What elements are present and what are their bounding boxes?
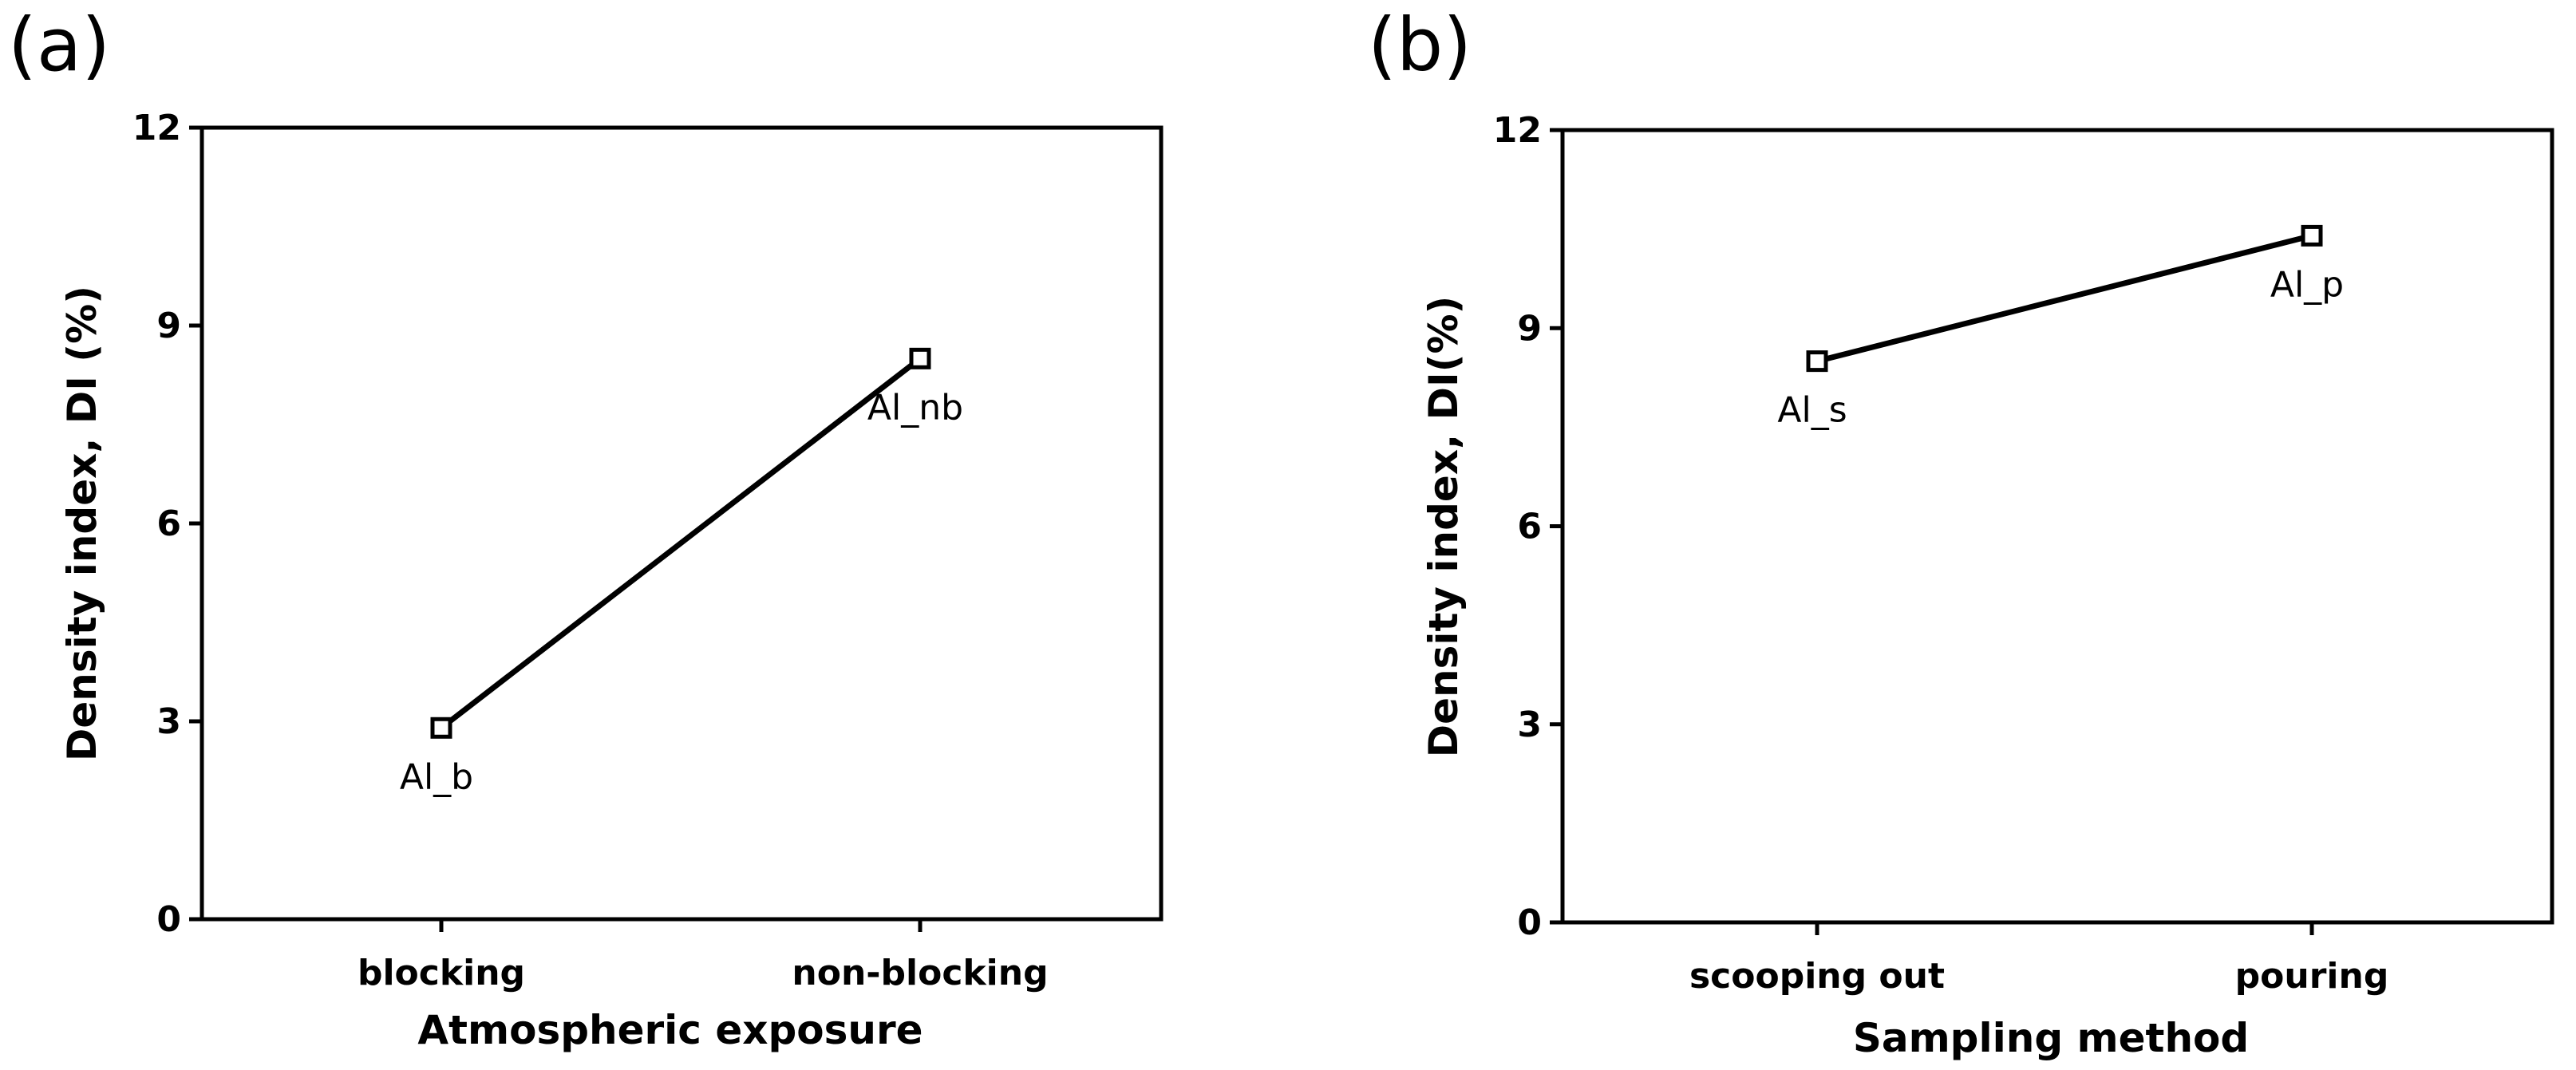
x-tick-label: scooping out	[1689, 956, 1945, 997]
panel-label: (b)	[1368, 2, 1472, 88]
y-tick-label: 12	[132, 108, 181, 148]
y-tick-label: 0	[1517, 902, 1542, 943]
chart-panel-a: (a) 0 3 6 9 12 blocking non-blocking Density …	[8, 2, 1164, 1053]
plot-frame	[1560, 128, 2554, 925]
data-point-marker	[2301, 224, 2323, 247]
y-tick-label: 6	[156, 503, 181, 544]
y-axis-ticks: 0 3 6 9 12	[1493, 110, 1563, 943]
data-point-label: Al_s	[1777, 390, 1847, 431]
series-line	[439, 356, 923, 731]
y-axis-ticks: 0 3 6 9 12	[132, 108, 202, 940]
data-point-marker	[909, 347, 931, 369]
y-tick-label: 9	[156, 306, 181, 346]
point-labels: Al_b Al_nb	[400, 387, 963, 797]
point-labels: Al_s Al_p	[1777, 264, 2344, 430]
x-tick-label: pouring	[2235, 956, 2389, 997]
x-axis-ticks: blocking non-blocking	[358, 919, 1049, 993]
data-point-marker	[430, 717, 452, 739]
data-point-label: Al_b	[400, 756, 473, 797]
y-axis-title: Density index, DI (%)	[59, 286, 105, 761]
y-tick-label: 12	[1493, 110, 1542, 151]
x-axis-title: Atmospheric exposure	[417, 1007, 923, 1053]
y-tick-label: 3	[156, 701, 181, 742]
plot-frame	[200, 125, 1164, 922]
y-tick-label: 3	[1517, 705, 1542, 745]
series-line	[1816, 233, 2313, 365]
data-point-label: Al_p	[2270, 264, 2344, 305]
chart-panel-b: (b) 0 3 6 9 12 scooping out pouring Density i…	[1368, 2, 2554, 1061]
x-axis-ticks: scooping out pouring	[1689, 922, 2388, 997]
data-point-label: Al_nb	[867, 387, 963, 428]
panel-label: (a)	[8, 2, 110, 88]
y-axis-title: Density index, DI(%)	[1420, 296, 1467, 758]
y-tick-label: 9	[1517, 308, 1542, 349]
y-tick-label: 0	[156, 899, 181, 940]
data-markers	[1806, 224, 2323, 373]
y-tick-label: 6	[1517, 507, 1542, 547]
x-tick-label: blocking	[358, 953, 525, 993]
x-tick-label: non-blocking	[792, 953, 1048, 993]
x-axis-title: Sampling method	[1853, 1015, 2249, 1061]
data-point-marker	[1806, 350, 1828, 373]
data-markers	[430, 347, 931, 739]
